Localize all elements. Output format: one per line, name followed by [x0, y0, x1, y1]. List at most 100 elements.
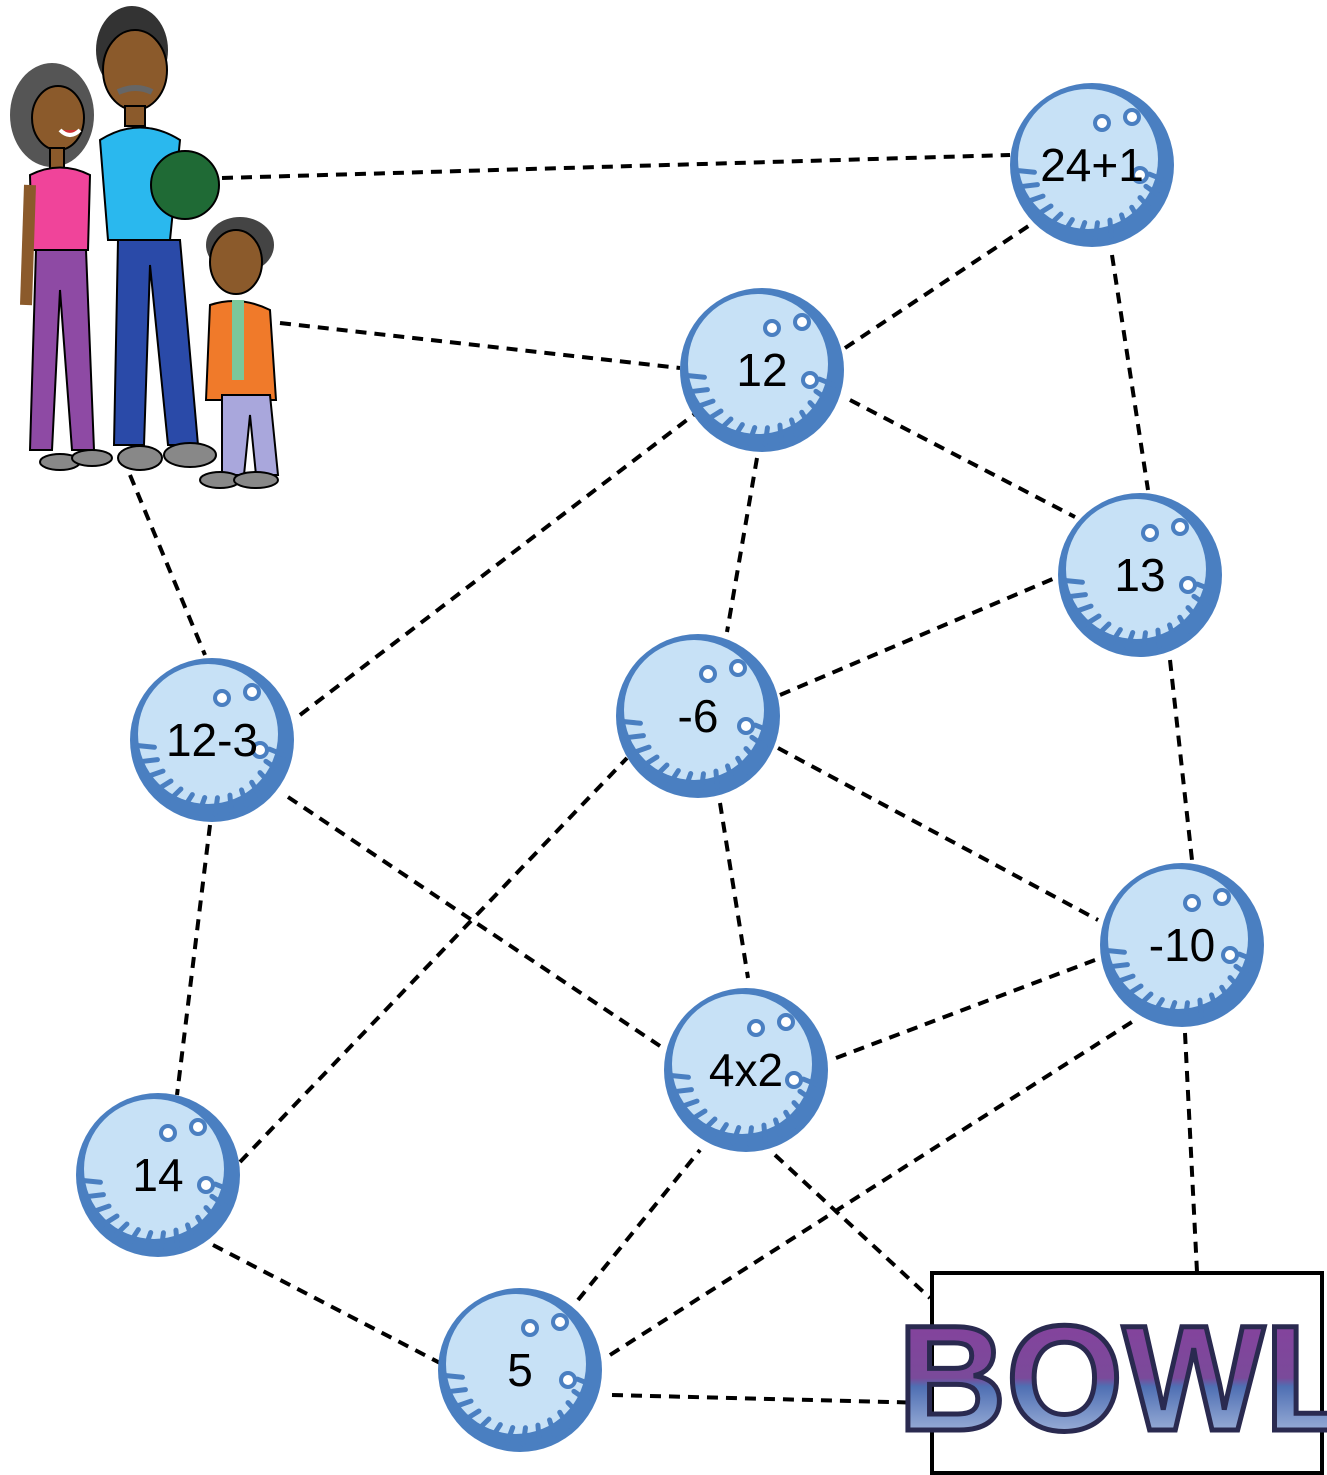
ball-face [672, 994, 812, 1134]
ball-label: -10 [1149, 919, 1215, 971]
ball-texture-mark [714, 1122, 729, 1141]
ball-texture-mark [783, 1109, 797, 1129]
finger-hole-icon [699, 665, 717, 683]
ball-b123[interactable]: 12-3 [130, 658, 294, 822]
ball-texture-mark [799, 409, 813, 429]
ball-face [624, 640, 764, 780]
ball-texture-mark [735, 755, 749, 775]
ball-label: 12-3 [166, 714, 258, 766]
ball-texture-mark [1227, 975, 1244, 993]
maze-path-segment [611, 1393, 931, 1405]
ball-texture-mark [462, 1408, 482, 1423]
ball-b24[interactable]: 24+1 [1010, 83, 1174, 247]
bowling-balls: 24+1 12 13 12-3 -6 -10 4x2 14 5 [76, 83, 1264, 1452]
ball-texture-mark [1124, 630, 1136, 651]
ball-texture-mark [266, 746, 287, 758]
ball-texture-mark [652, 762, 670, 779]
ball-b5[interactable]: 5 [438, 1288, 602, 1452]
maze-path-segment [835, 958, 1096, 1060]
ball-texture-mark [196, 795, 208, 816]
finger-hole-icon [747, 1019, 765, 1037]
ball-b14[interactable]: 14 [76, 1093, 240, 1257]
ball-texture-mark [762, 425, 770, 447]
finger-hole-icon [1131, 166, 1149, 184]
finger-hole-icon [551, 1313, 569, 1331]
ball-texture-mark [1108, 627, 1123, 646]
maze-path-segment [608, 1018, 1137, 1357]
ball-texture-mark [1236, 951, 1257, 963]
bowl-goal: BOWL [895, 1271, 1327, 1475]
bowl-goal-text: BOWL [898, 1294, 1327, 1462]
ball-texture-mark [1191, 593, 1210, 609]
finger-hole-icon [729, 659, 747, 677]
ball-texture-mark [91, 1203, 112, 1214]
ball-texture-mark [142, 1230, 154, 1251]
ball-texture-mark [1129, 204, 1143, 224]
ball-texture-mark [621, 719, 643, 726]
ball-bm6[interactable]: -6 [616, 634, 780, 798]
ball-b4x2[interactable]: 4x2 [664, 988, 828, 1152]
ball-texture-mark [1219, 984, 1233, 1004]
family-start-illustration [10, 6, 280, 489]
ball-texture-mark [688, 387, 710, 395]
maze-path-segment [298, 408, 702, 717]
ball-label: 12 [736, 344, 787, 396]
ball-texture-mark [1034, 203, 1054, 218]
ball-texture-mark [1137, 195, 1154, 213]
finger-hole-icon [251, 741, 269, 759]
maze-path-segment [279, 321, 681, 370]
ball-face [138, 664, 278, 804]
ball-texture-mark [1167, 622, 1177, 643]
finger-hole-icon [521, 1319, 539, 1337]
ball-texture-mark [100, 1213, 120, 1228]
ball-texture-mark [688, 1108, 708, 1123]
ball-face [1066, 499, 1206, 639]
ball-texture-mark [797, 1088, 816, 1104]
finger-hole-icon [737, 717, 755, 735]
maze-path-segment [1183, 1032, 1199, 1273]
ball-texture-mark [1107, 217, 1114, 239]
ball-face [446, 1294, 586, 1434]
maze-path-segment [128, 474, 207, 656]
ball-texture-mark [1073, 603, 1094, 614]
ball-texture-mark [1146, 171, 1167, 183]
ball-texture-mark [1046, 211, 1064, 228]
ball-face [1018, 89, 1158, 229]
finger-hole-icon [1213, 888, 1231, 906]
ball-texture-mark [239, 787, 249, 808]
ball-texture-mark [730, 1125, 742, 1146]
ball-texture-mark [700, 1116, 718, 1133]
maze-path-segment [718, 802, 750, 979]
ball-texture-mark [1209, 992, 1219, 1013]
ball-texture-mark [743, 746, 760, 764]
ball-texture-mark [716, 416, 734, 433]
ball-texture-mark [1143, 183, 1162, 199]
maze-path-segment [1110, 254, 1150, 491]
son-figure [199, 217, 280, 489]
ball-texture-mark [158, 1230, 166, 1252]
maze-path-segment [1168, 659, 1194, 861]
maze-path-segment [773, 1153, 932, 1300]
ball-texture-mark [185, 1222, 195, 1243]
ball-texture-mark [1155, 627, 1162, 649]
finger-hole-icon [189, 1118, 207, 1136]
ball-texture-mark [1105, 948, 1127, 955]
ball-b12[interactable]: 12 [680, 288, 844, 452]
ball-texture-mark [1082, 613, 1102, 628]
ball-texture-mark [631, 744, 652, 755]
ball-texture-mark [682, 771, 694, 792]
ball-texture-mark [807, 400, 824, 418]
ball-texture-mark [713, 768, 720, 790]
finger-hole-icon [1141, 524, 1159, 542]
ball-texture-mark [1197, 997, 1204, 1019]
ball-texture-mark [695, 398, 716, 409]
ball-bm10[interactable]: -10 [1100, 863, 1264, 1027]
ball-texture-mark [1108, 962, 1130, 970]
ball-b13[interactable]: 13 [1058, 493, 1222, 657]
ball-texture-mark [1060, 217, 1075, 236]
finger-hole-icon [1179, 576, 1197, 594]
ball-texture-mark [504, 1425, 516, 1446]
ball-texture-mark [453, 1398, 474, 1409]
ball-texture-mark [666, 768, 681, 787]
ball-label: 5 [507, 1344, 533, 1396]
